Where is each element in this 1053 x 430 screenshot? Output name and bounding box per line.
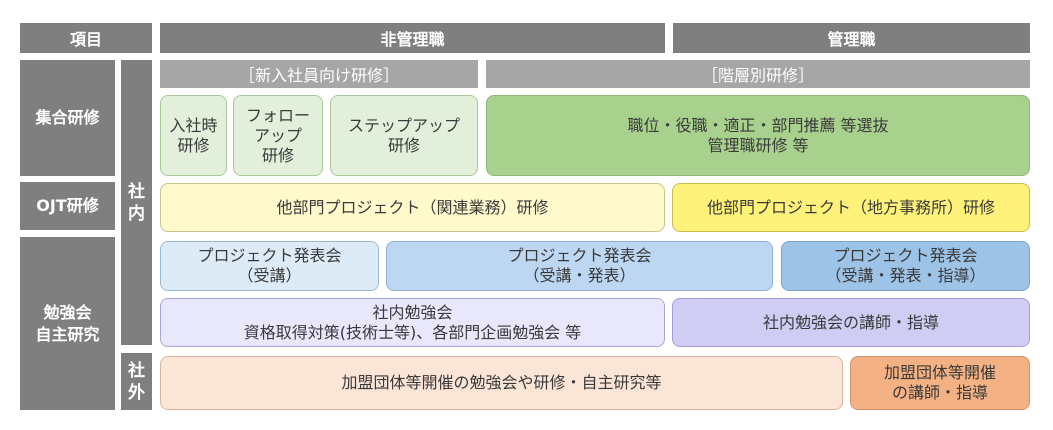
row-label-study: 勉強会 自主研究 [20, 237, 115, 410]
header-item: 項目 [20, 23, 152, 53]
box-internal-study-lecturer: 社内勉強会の講師・指導 [672, 298, 1030, 347]
row-label-ojt: OJT研修 [20, 182, 115, 230]
header-non-management: 非管理職 [160, 23, 665, 53]
box-internal-study: 社内勉強会 資格取得対策(技術士等)、各部門企画勉強会 等 [160, 298, 665, 347]
box-ojt-regional: 他部門プロジェクト（地方事務所）研修 [672, 183, 1030, 232]
box-external-lecturer: 加盟団体等開催 の講師・指導 [850, 356, 1030, 410]
subheader-new-hire: ［新入社員向け研修］ [160, 60, 478, 88]
box-onboarding-training: 入社時 研修 [160, 95, 227, 176]
box-stepup-training: ステップアップ 研修 [330, 95, 478, 176]
box-presentation-attend: プロジェクト発表会 （受講） [160, 241, 379, 291]
box-followup-training: フォロー アップ 研修 [233, 95, 323, 176]
row-label-group-training: 集合研修 [20, 60, 115, 176]
box-presentation-attend-present-guide: プロジェクト発表会 （受講・発表・指導） [781, 241, 1030, 291]
side-label-internal: 社 内 [121, 60, 152, 345]
side-label-external: 社 外 [121, 353, 152, 410]
box-external-study: 加盟団体等開催の勉強会や研修・自主研究等 [160, 356, 843, 410]
box-presentation-attend-present: プロジェクト発表会 （受講・発表） [386, 241, 773, 291]
box-ojt-related: 他部門プロジェクト（関連業務）研修 [160, 183, 665, 232]
subheader-tiered: ［階層別研修］ [486, 60, 1030, 88]
box-selection-training: 職位・役職・適正・部門推薦 等選抜 管理職研修 等 [486, 95, 1030, 176]
header-management: 管理職 [673, 23, 1030, 53]
